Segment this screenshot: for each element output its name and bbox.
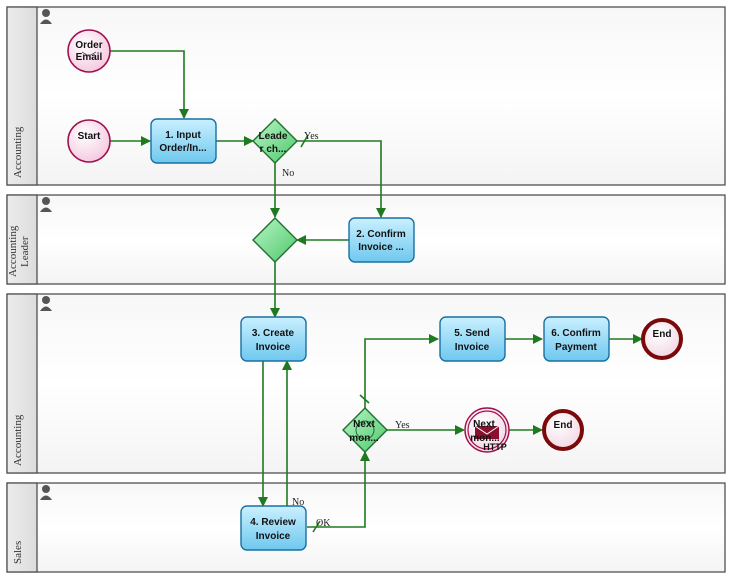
task-label: Invoice bbox=[455, 342, 490, 353]
flow-gateway-to-send bbox=[364, 334, 439, 408]
task-label: 2. Confirm bbox=[356, 229, 406, 240]
flow-label-no: No bbox=[282, 168, 294, 179]
flow-gateway-yes bbox=[297, 140, 386, 218]
gateway-label: mon... bbox=[349, 433, 379, 444]
event-label: Start bbox=[78, 131, 101, 142]
task-confirm-invoice[interactable]: 2. Confirm Invoice ... bbox=[348, 217, 415, 263]
task-label: Payment bbox=[555, 342, 597, 353]
gateway-merge[interactable] bbox=[252, 217, 298, 263]
event-label: Email bbox=[76, 52, 103, 63]
person-icon bbox=[40, 485, 52, 500]
task-review-invoice[interactable]: 4. Review Invoice bbox=[240, 505, 307, 551]
lane-label-line1: Accounting bbox=[7, 225, 19, 277]
lane-sales: Sales bbox=[6, 482, 726, 573]
event-label: mon... bbox=[470, 433, 500, 444]
lane-label: Accounting bbox=[12, 126, 24, 178]
task-label: Order/In... bbox=[159, 143, 206, 154]
event-label: End bbox=[653, 329, 672, 340]
task-confirm-payment[interactable]: 6. Confirm Payment bbox=[543, 316, 610, 362]
flow-label-ok: OK bbox=[316, 518, 331, 529]
person-icon bbox=[40, 197, 52, 212]
lane-accounting-top: Accounting bbox=[6, 6, 726, 186]
default-flow-marker bbox=[300, 134, 309, 148]
flow-label-yes: Yes bbox=[304, 131, 319, 142]
person-icon bbox=[40, 296, 52, 311]
gateway-next-month[interactable]: Next mon... bbox=[342, 407, 388, 453]
event-based-icon bbox=[355, 420, 375, 440]
task-send-invoice[interactable]: 5. Send Invoice bbox=[439, 316, 506, 362]
flow-review-ok-to-gateway bbox=[307, 451, 370, 528]
task-label: Invoice bbox=[256, 342, 291, 353]
person-icon bbox=[40, 9, 52, 24]
gateway-leader-check[interactable]: Leade r ch... bbox=[252, 118, 298, 164]
event-sublabel: HTTP bbox=[483, 442, 507, 452]
lane-label: Accounting Leader bbox=[7, 223, 31, 277]
flow-label-no: No bbox=[292, 497, 304, 508]
intermediate-event-next-month-http[interactable]: Next mon... HTTP bbox=[464, 407, 510, 453]
task-label: Invoice ... bbox=[358, 242, 404, 253]
task-label: 3. Create bbox=[252, 328, 295, 339]
task-label: 6. Confirm bbox=[551, 328, 601, 339]
task-label: 5. Send bbox=[454, 328, 490, 339]
gateway-label: r ch... bbox=[260, 144, 287, 155]
http-envelope-icon bbox=[475, 426, 499, 439]
gateway-label: Leade bbox=[259, 131, 288, 142]
event-label: Order bbox=[75, 40, 102, 51]
task-label: 4. Review bbox=[250, 517, 296, 528]
flow-order-email-to-input bbox=[110, 50, 189, 119]
task-create-invoice[interactable]: 3. Create Invoice bbox=[240, 316, 307, 362]
flow-label-yes: Yes bbox=[395, 420, 410, 431]
event-label: End bbox=[554, 420, 573, 431]
event-label: Next bbox=[473, 419, 495, 430]
task-label: Invoice bbox=[256, 531, 291, 542]
task-input-order[interactable]: 1. Input Order/In... bbox=[150, 118, 217, 164]
default-flow-marker bbox=[359, 394, 370, 404]
start-event-order-email[interactable]: Order Email bbox=[67, 29, 111, 73]
end-event[interactable]: End bbox=[542, 409, 584, 451]
lane-label: Sales bbox=[12, 541, 24, 564]
envelope-icon bbox=[81, 51, 97, 57]
gateway-label: Next bbox=[353, 419, 375, 430]
start-event[interactable]: Start bbox=[67, 119, 111, 163]
lane-label-line2: Leader bbox=[19, 236, 31, 267]
sequence-flows bbox=[110, 50, 643, 533]
task-label: 1. Input bbox=[165, 130, 201, 141]
lane-label: Accounting bbox=[12, 414, 24, 466]
default-flow-marker bbox=[312, 520, 321, 533]
end-event[interactable]: End bbox=[641, 318, 683, 360]
